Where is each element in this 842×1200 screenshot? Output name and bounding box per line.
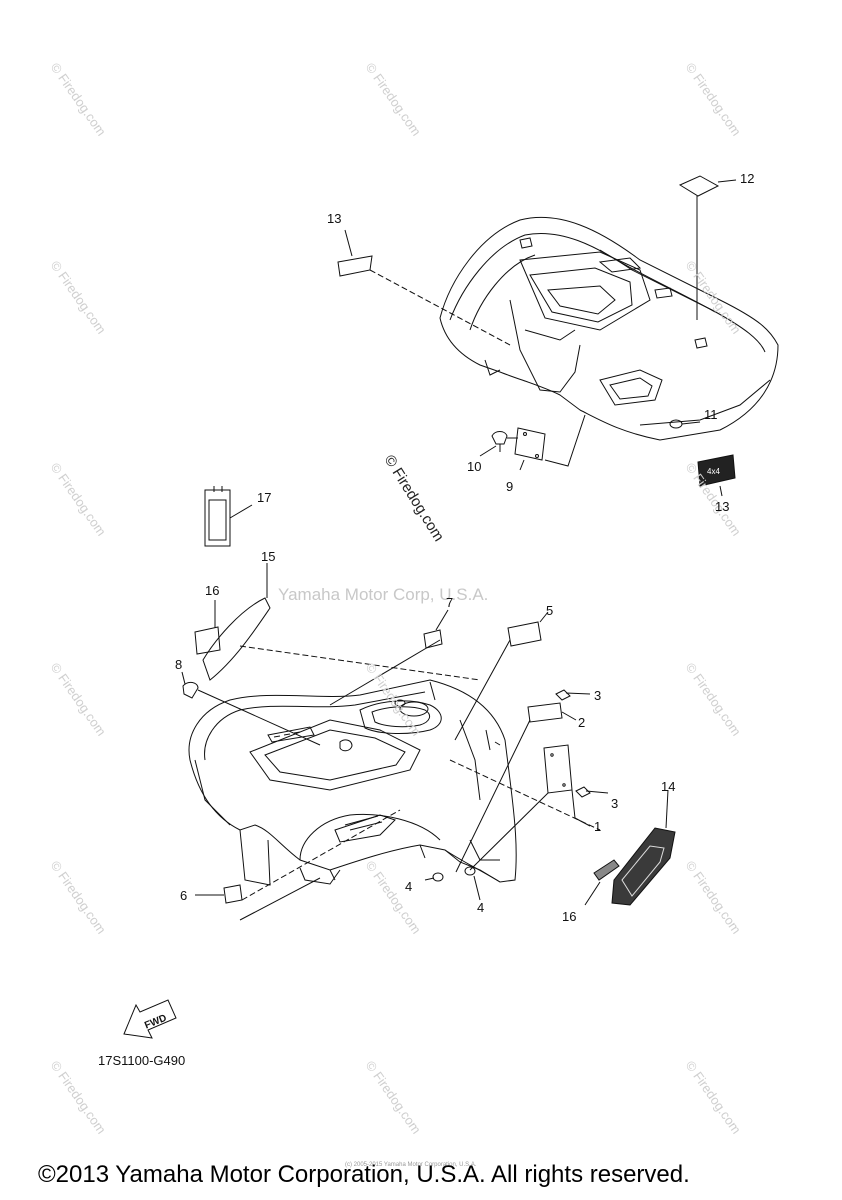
plate-9 [514,427,546,461]
callout-6: 6 [180,888,188,903]
callout-3-upper: 3 [594,688,602,703]
callout-17: 17 [257,490,272,505]
callout-2: 2 [578,715,586,730]
panel-15 [202,597,271,681]
callout-4-left: 4 [405,879,413,894]
emblem-13-lower [697,454,736,487]
fender-emblem-drawing: 4x4 [123,175,779,1039]
fwd-label: FWD [143,1013,168,1032]
screw-3-lower [575,786,591,798]
callout-15: 15 [261,549,276,564]
callout-16-left: 16 [205,583,220,598]
label-7 [423,629,443,649]
grommet-4-right [464,866,476,876]
svg-text:4x4: 4x4 [707,467,720,476]
label-5 [507,621,542,647]
callout-10: 10 [467,459,482,474]
label-6 [223,884,243,904]
copyright-notice: ©2013 Yamaha Motor Corporation, U.S.A. A… [38,1161,690,1188]
callout-16-right: 16 [562,909,577,924]
plate-1 [543,744,573,794]
front-fender [188,679,517,886]
clip-10 [491,431,508,445]
grommet-11 [669,419,683,429]
screw-3-upper [555,689,571,701]
callout-4-right: 4 [477,900,485,915]
emblem-14 [611,827,676,906]
label-12 [678,175,720,197]
bracket-2 [527,702,563,723]
corp-watermark: Yamaha Motor Corp, U.S.A. [278,585,489,604]
label-16-right [593,859,620,881]
callout-14: 14 [661,779,676,794]
callout-5: 5 [546,603,554,618]
badge-8 [182,681,199,699]
callout-3-lower: 3 [611,796,619,811]
callout-13-upper: 13 [327,211,342,226]
callout-11: 11 [704,407,718,422]
label-16-left [194,626,221,655]
callout-9: 9 [506,479,514,494]
fwd-arrow-icon [123,999,177,1039]
callout-8: 8 [175,657,183,672]
callout-12: 12 [740,171,755,186]
label-13-upper [337,255,373,277]
diagram-code: 17S1100-G490 [98,1053,186,1068]
callout-1: 1 [594,819,602,834]
tiny-credit: (c) 2005-2015 Yamaha Motor Corporation, … [345,1162,477,1168]
grommet-4-left [432,872,444,882]
callout-7: 7 [446,595,454,610]
callout-13-lower: 13 [715,499,730,514]
